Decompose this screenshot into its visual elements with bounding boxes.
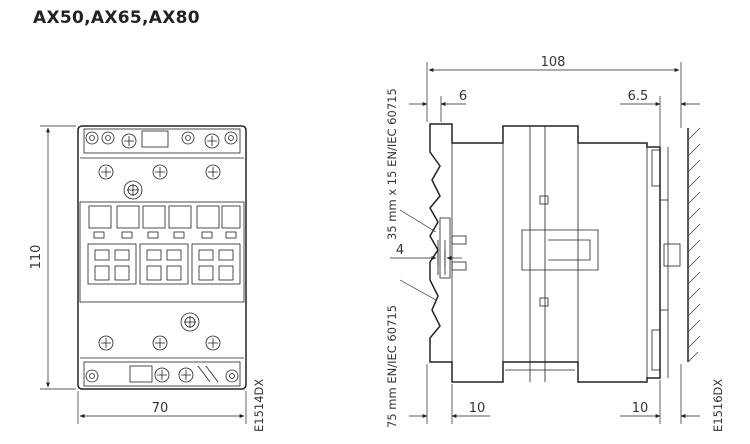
top-terminal-screws [85,130,238,149]
right-clearance-dimension [620,364,700,424]
bottom-terminal-strip [83,361,241,387]
left-clearance-label: 10 [469,401,486,416]
side-depth-dimension [426,62,682,128]
diagram-title: AX50,AX65,AX80 [33,8,200,28]
front-width-label: 70 [152,401,169,416]
side-body-outline [429,123,661,383]
side-depth-label: 108 [541,55,566,70]
front-width-dimension [77,391,247,424]
top-terminal-strip [83,128,241,154]
right-clearance-label: 10 [632,401,649,416]
rail-dim-label: 4 [396,243,404,258]
side-body-details [451,126,681,382]
left-clearance-dimension [409,364,490,424]
side-drawing-code: E1516DX [711,379,725,432]
rail-75-label: 75 mm EN/IEC 60715 [385,305,399,428]
side-view: 108 6 6.5 4 35 mm x 15 EN/IEC 60715 75 m… [385,55,725,432]
mounting-wall [687,127,701,363]
front-drawing-code: E1514DX [252,379,266,432]
front-height-label: 110 [29,245,44,270]
right-offset-label: 6.5 [628,89,649,104]
upper-main-screws [98,164,221,200]
lower-main-screws [98,312,221,351]
rail-35-leader [399,209,437,233]
right-offset-dimension [620,96,700,146]
rail-dimension [390,250,462,266]
rail-75-leader [399,279,437,301]
front-view: 110 70 E1514DX [29,125,266,432]
middle-contacts [79,201,245,303]
left-offset-label: 6 [459,89,467,104]
front-height-dimension [40,125,76,390]
left-offset-dimension [409,96,466,122]
rail-35-label: 35 mm x 15 EN/IEC 60715 [385,88,399,240]
front-body-outline [77,125,247,390]
